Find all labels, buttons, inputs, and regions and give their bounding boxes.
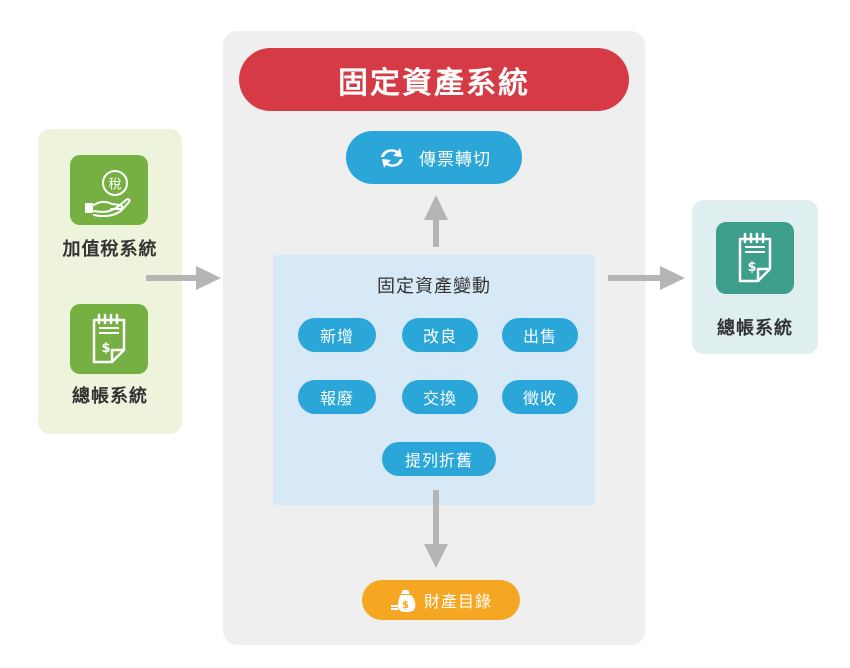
arrow-center-to-target <box>608 266 685 290</box>
tax-icon-glyph: 稅 <box>108 178 121 193</box>
ledger-receipt-icon: $ <box>716 222 794 294</box>
tax-hand-icon: 稅 <box>70 155 148 225</box>
fixed-asset-system-title: 固定資產系統 <box>239 48 629 111</box>
voucher-transfer-label: 傳票轉切 <box>419 150 491 170</box>
change-expropriate: 徵收 <box>502 380 578 414</box>
transfer-cycle-icon <box>381 147 403 168</box>
gl-target-label: 總帳系統 <box>717 318 793 339</box>
change-scrap: 報廢 <box>298 380 376 414</box>
svg-text:$: $ <box>402 600 410 611</box>
svg-text:$: $ <box>101 341 110 356</box>
arrow-changes-to-voucher <box>424 195 448 247</box>
gl-source-label: 總帳系統 <box>72 386 148 407</box>
change-sell: 出售 <box>502 318 578 352</box>
ledger-receipt-icon: $ <box>70 304 148 374</box>
asset-changes-title: 固定資產變動 <box>377 276 491 297</box>
vat-system-label: 加值稅系統 <box>62 239 158 260</box>
money-bag-icon: $ <box>390 590 416 612</box>
property-list-node: $ 財產目錄 <box>362 580 520 620</box>
change-improve: 改良 <box>402 318 478 352</box>
change-depreciate: 提列折舊 <box>382 442 496 476</box>
voucher-transfer-node: 傳票轉切 <box>346 131 522 184</box>
arrow-changes-to-property <box>424 490 448 568</box>
svg-text:$: $ <box>747 260 756 275</box>
change-add: 新增 <box>298 318 376 352</box>
property-list-label: 財產目錄 <box>423 592 492 611</box>
arrow-sources-to-center <box>146 266 221 290</box>
change-exchange: 交換 <box>402 380 478 414</box>
